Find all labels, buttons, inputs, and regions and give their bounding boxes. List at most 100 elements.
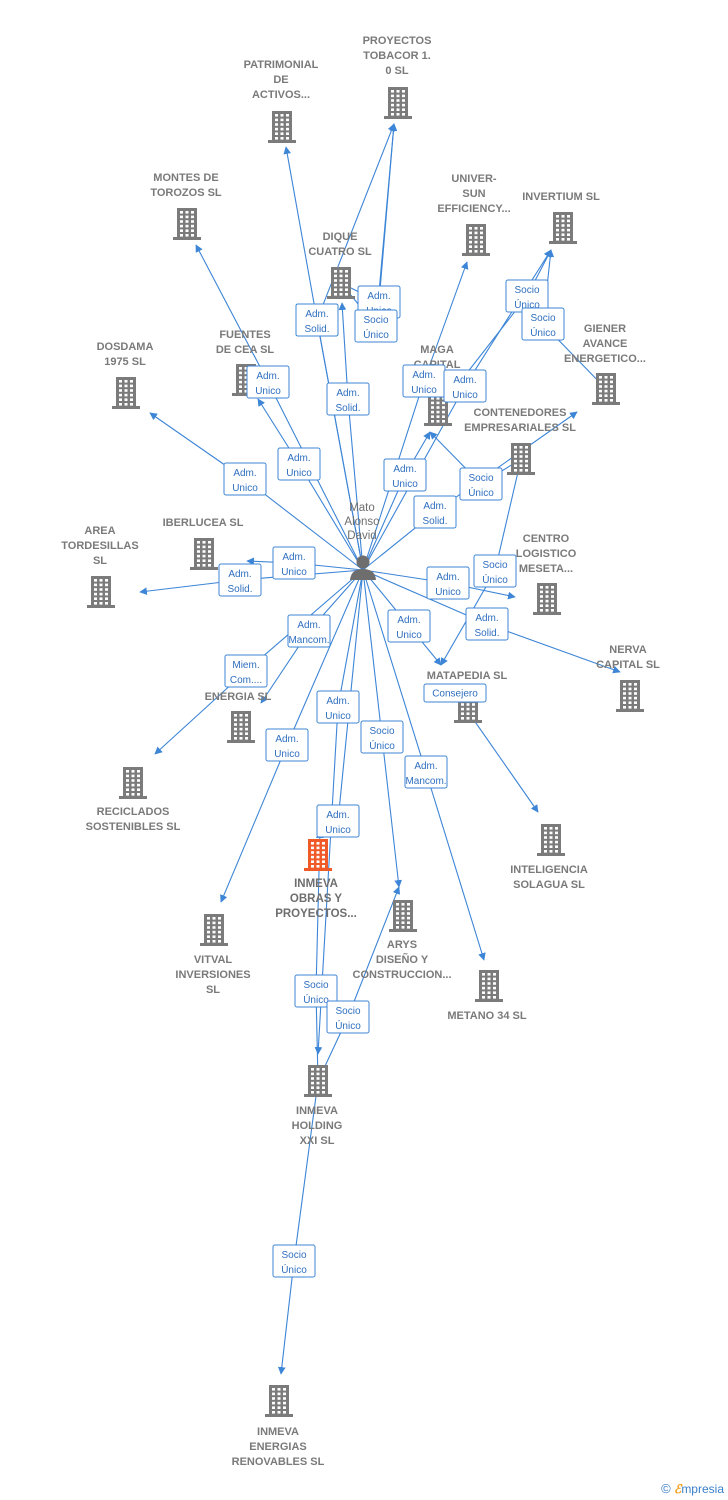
building-icon [616, 680, 644, 712]
building-icon [200, 914, 228, 946]
relation-label[interactable]: Adm.Solid. [218, 563, 262, 597]
building-icon [87, 576, 115, 608]
relation-label-text: Adm.Mancom. [288, 620, 329, 646]
copyright-symbol: © [661, 1481, 671, 1496]
building-icon [549, 212, 577, 244]
relation-label[interactable]: Adm.Unico [383, 458, 427, 492]
relation-label-text: Adm.Solid. [335, 388, 360, 414]
relation-label[interactable]: Adm.Unico [426, 566, 470, 600]
relation-label[interactable]: Adm.Unico [402, 364, 446, 398]
relation-label[interactable]: Adm.Unico [246, 365, 290, 399]
relation-label[interactable]: Adm.Mancom. [287, 614, 331, 648]
copyright-notice[interactable]: © ℰmpresia [661, 1481, 724, 1496]
relation-label[interactable]: Adm.Unico [265, 728, 309, 762]
relation-label[interactable]: Adm.Unico [316, 690, 360, 724]
relation-label[interactable]: Adm.Solid. [465, 607, 509, 641]
building-icon [507, 443, 535, 475]
relation-label-text: Consejero [432, 689, 478, 700]
relation-label-text: Adm.Solid. [474, 613, 499, 639]
relation-label[interactable]: Adm.Unico [316, 804, 360, 838]
relation-label[interactable]: Adm.Unico [277, 447, 321, 481]
relation-label-text: Adm.Unico [232, 468, 258, 494]
building-icon [304, 1065, 332, 1097]
relation-label-text: Adm.Unico [274, 734, 300, 760]
company-node-iberlucea[interactable]: IBERLUCEA SL [163, 517, 244, 570]
relation-label[interactable]: Adm.Solid. [326, 382, 370, 416]
company-label: INVERTIUM SL [522, 191, 600, 203]
person-icon [350, 555, 376, 580]
building-icon [389, 900, 417, 932]
relation-label-text: Adm.Unico [286, 453, 312, 479]
relation-label[interactable]: Adm.Solid. [295, 303, 339, 337]
relation-label-text: Adm.Solid. [304, 309, 329, 335]
relation-label[interactable]: Adm.Mancom. [404, 755, 448, 789]
relation-label-text: Adm.Unico [255, 371, 281, 397]
relation-label[interactable]: Adm.Unico [272, 546, 316, 580]
building-icon [327, 267, 355, 299]
building-icon [173, 208, 201, 240]
relation-label-text: Adm.Unico [281, 552, 307, 578]
relation-label[interactable]: Consejero [423, 683, 487, 703]
relation-label[interactable]: Miem.Com.... [224, 654, 268, 688]
company-label: MATAPEDIA SL [427, 670, 508, 682]
relation-label[interactable]: Adm.Unico [223, 462, 267, 496]
relation-label-text: Adm.Unico [411, 370, 437, 396]
building-icon [533, 583, 561, 615]
brand-initial: ℰ [674, 1482, 682, 1496]
building-icon [424, 394, 452, 426]
relation-label[interactable]: Adm.Solid. [413, 495, 457, 529]
building-icon [475, 970, 503, 1002]
relation-label[interactable]: Adm.Unico [443, 369, 487, 403]
relation-labels-layer: Adm.Solid.Adm.Solid.Adm.UnicoAdm.Solid.A… [218, 279, 565, 1278]
relation-label[interactable]: Adm.Unico [387, 609, 431, 643]
company-node-invertium[interactable]: INVERTIUM SL [522, 191, 600, 244]
building-icon [462, 224, 490, 256]
company-node-metano-34[interactable]: METANO 34 SL [447, 970, 527, 1022]
